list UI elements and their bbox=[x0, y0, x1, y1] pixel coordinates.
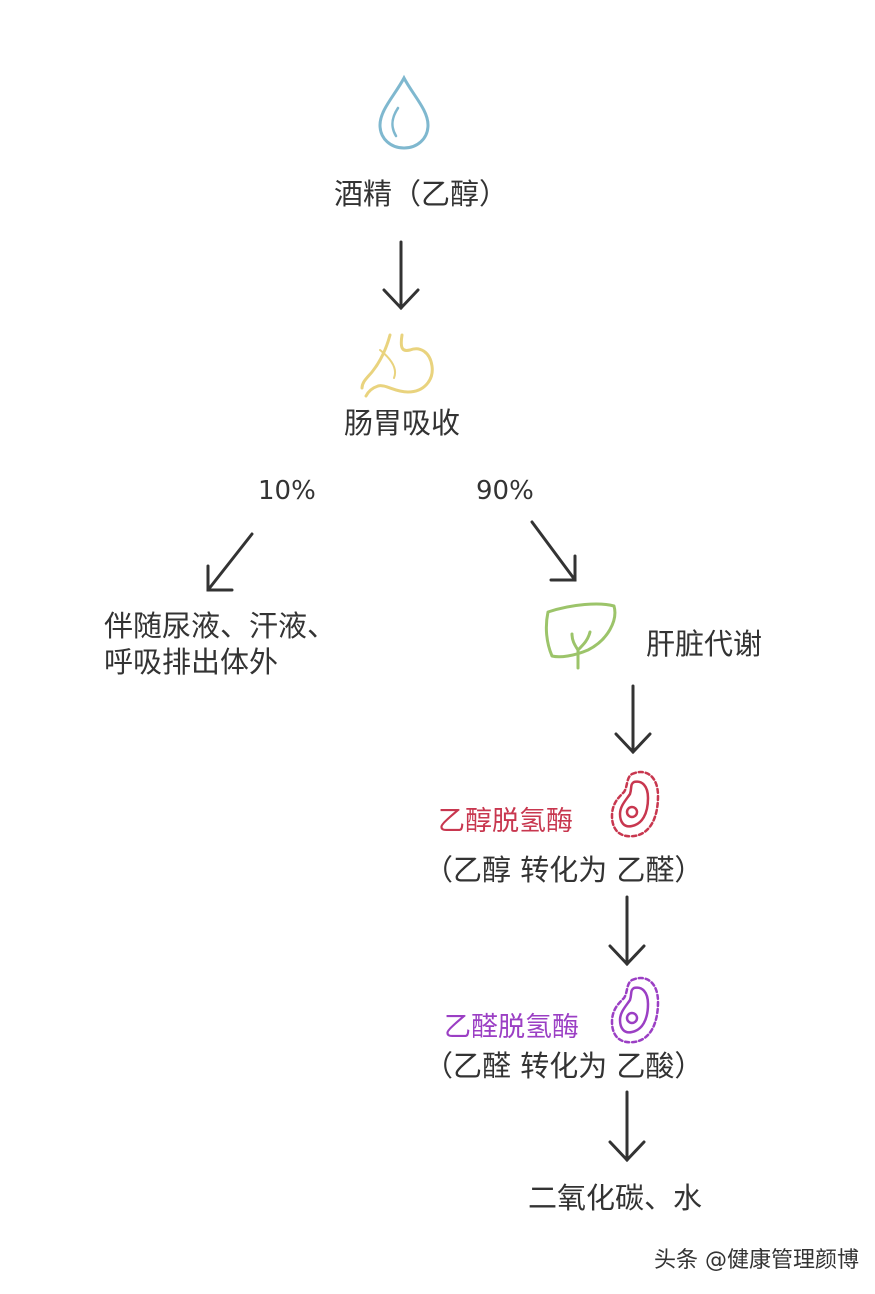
water-drop-icon bbox=[378, 74, 430, 150]
final-products-label: 二氧化碳、水 bbox=[528, 1181, 703, 1215]
arrow-left-10pct bbox=[206, 532, 254, 592]
adh-enzyme-label: 乙醇脱氢酶 bbox=[438, 806, 573, 837]
excretion-line-1: 伴随尿液、汗液、 bbox=[104, 609, 337, 643]
absorption-label: 肠胃吸收 bbox=[344, 406, 461, 440]
aldh-enzyme-label: 乙醛脱氢酶 bbox=[444, 1012, 579, 1043]
excretion-line-2: 呼吸排出体外 bbox=[104, 645, 279, 679]
arrow-down-5 bbox=[608, 1090, 646, 1163]
arrow-down-3 bbox=[614, 684, 652, 755]
enzyme-cell-icon bbox=[610, 770, 660, 838]
liver-metabolism-label: 肝脏代谢 bbox=[646, 627, 763, 661]
alcohol-label: 酒精（乙醇） bbox=[334, 177, 509, 211]
liver-icon bbox=[544, 602, 617, 670]
arrow-down-1 bbox=[382, 240, 420, 311]
adh-description: （乙醇 转化为 乙醛） bbox=[424, 853, 704, 887]
aldh-description: （乙醛 转化为 乙酸） bbox=[424, 1049, 704, 1083]
stomach-icon bbox=[360, 333, 434, 398]
watermark: 头条 @健康管理颜博 bbox=[654, 1248, 859, 1273]
enzyme-cell-icon-aldh bbox=[610, 976, 660, 1044]
arrow-down-4 bbox=[608, 895, 646, 967]
arrow-right-90pct bbox=[530, 520, 577, 582]
percent-right-label: 90% bbox=[476, 476, 534, 506]
excretion-label: 伴随尿液、汗液、 呼吸排出体外 bbox=[104, 608, 336, 680]
percent-left-label: 10% bbox=[258, 476, 316, 506]
